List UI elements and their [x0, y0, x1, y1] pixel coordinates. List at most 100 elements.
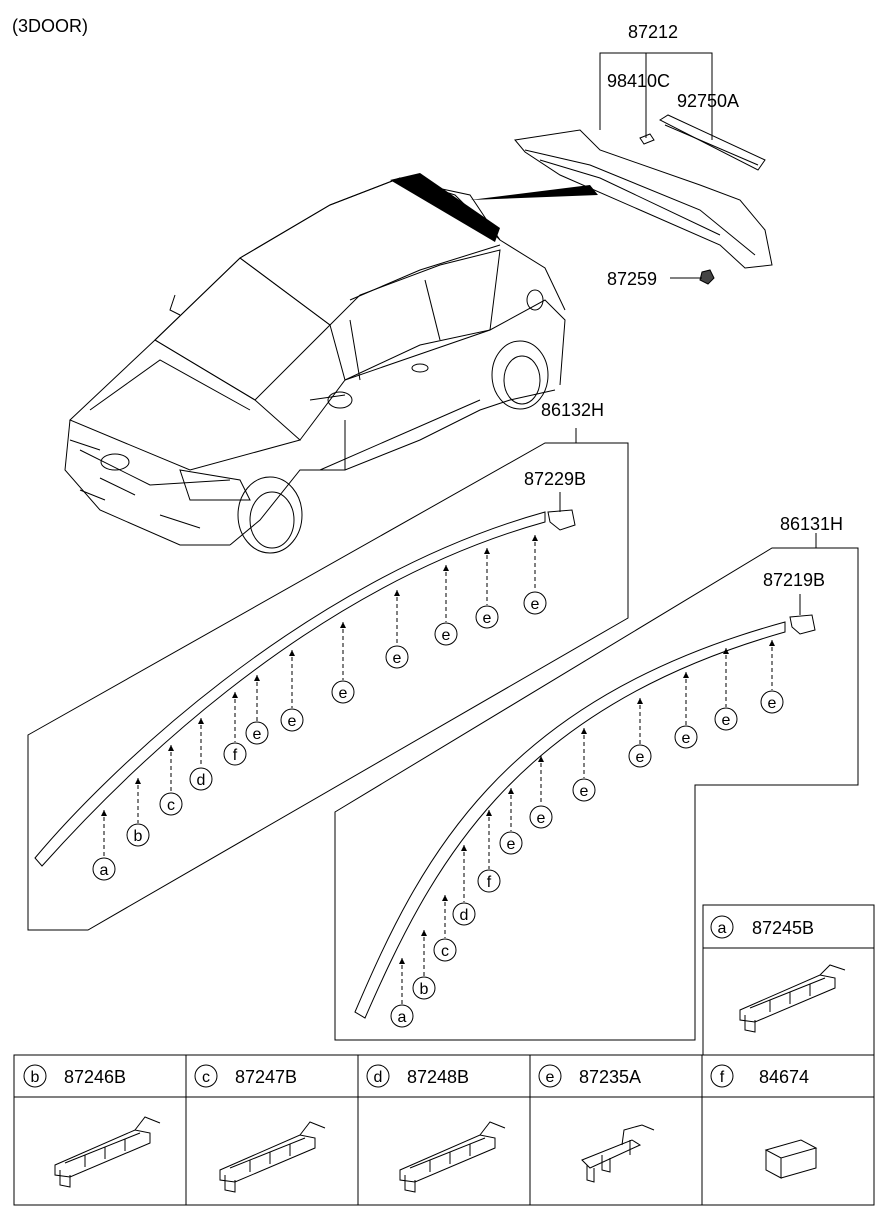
right-callout-letter: e [682, 730, 691, 747]
left-callout-circle [126, 823, 150, 847]
left-callout-letter: c [167, 797, 175, 814]
clip-b-illustration [54, 1116, 161, 1188]
right-callout-arrowhead [508, 788, 514, 794]
left-callout-letter: e [393, 650, 402, 667]
left-callout-circle [385, 645, 409, 669]
legend-e-part: 87235A [579, 1067, 641, 1087]
right-callout-arrowhead [538, 756, 544, 762]
clip-e-illustration [581, 1124, 655, 1183]
left-callout-arrowhead [168, 745, 174, 751]
legend-e-letter: e [546, 1069, 555, 1086]
right-molding-strip [354, 621, 786, 1019]
left-callout-arrowhead [484, 548, 490, 554]
legend-c: c 87247B [194, 1064, 297, 1088]
clip-a-illustration [739, 964, 846, 1033]
right-callout-letter: e [580, 783, 589, 800]
right-callout-arrowhead [637, 698, 643, 704]
left-callout-letter: f [233, 747, 238, 764]
left-callout-arrowhead [532, 535, 538, 541]
left-callout-circle [280, 708, 304, 732]
legend-d-letter: d [374, 1069, 383, 1086]
left-callout-circle [223, 742, 247, 766]
part-label-86132h: 86132H [541, 400, 604, 420]
part-label-98410c: 98410C [607, 71, 670, 91]
right-callout-letter: e [768, 695, 777, 712]
right-callout-letter: e [537, 810, 546, 827]
right-callout-circle [674, 725, 698, 749]
legend-b: b 87246B [23, 1064, 126, 1088]
right-callout-circle [477, 869, 501, 893]
left-callout-letter: b [134, 828, 143, 845]
left-callout-arrowhead [254, 675, 260, 681]
right-callout-letter: e [722, 712, 731, 729]
legend-f: f 84674 [710, 1064, 809, 1088]
right-callout-letter: a [398, 1009, 407, 1026]
right-callout-letter: e [507, 836, 516, 853]
left-callout-arrowhead [198, 718, 204, 724]
right-callout-circle [760, 690, 784, 714]
legend-a-circle [710, 915, 734, 939]
left-molding-strip [34, 511, 546, 867]
part-label-87259: 87259 [607, 269, 657, 289]
right-callout-arrowhead [399, 958, 405, 964]
right-callout-arrowhead [486, 810, 492, 816]
part-label-87219b: 87219B [763, 570, 825, 590]
left-callout-letter: e [339, 685, 348, 702]
right-callout-letter: d [460, 907, 469, 924]
diagram-title: (3DOOR) [12, 16, 88, 36]
left-callout-letter: e [483, 610, 492, 627]
spoiler-part [514, 114, 773, 285]
right-callout-letter: b [420, 981, 429, 998]
legend-c-part: 87247B [235, 1067, 297, 1087]
left-callout-circle [331, 680, 355, 704]
block-f-illustration [764, 1139, 818, 1179]
right-cap-part [789, 614, 816, 635]
legend-a-part: 87245B [752, 918, 814, 938]
right-callout-arrowhead [421, 930, 427, 936]
legend-d: d 87248B [366, 1064, 469, 1088]
right-callout-arrowhead [769, 640, 775, 646]
right-callout-circle [499, 831, 523, 855]
legend-b-part: 87246B [64, 1067, 126, 1087]
left-callout-arrowhead [443, 565, 449, 571]
right-callout-arrowhead [461, 845, 467, 851]
left-callout-arrowhead [289, 650, 295, 656]
right-callout-circle [572, 778, 596, 802]
legend-f-part: 84674 [759, 1067, 809, 1087]
car-illustration [64, 173, 566, 554]
legend-f-letter: f [720, 1069, 725, 1086]
left-callout-letter: e [442, 627, 451, 644]
left-callout-letter: a [100, 862, 109, 879]
right-callout-arrowhead [723, 648, 729, 654]
left-callout-arrowhead [101, 810, 107, 816]
legend-row-box [13, 1054, 875, 1206]
right-callout-arrowhead [581, 728, 587, 734]
right-callout-letter: f [487, 874, 492, 891]
legend-b-letter: b [31, 1069, 40, 1086]
right-callout-letter: e [636, 749, 645, 766]
left-callout-letter: d [197, 772, 206, 789]
left-callout-arrowhead [394, 590, 400, 596]
left-callout-letter: e [253, 726, 262, 743]
left-molding-panel [27, 442, 629, 931]
left-callout-letter: e [288, 713, 297, 730]
left-callout-circle [434, 622, 458, 646]
left-callout-circle [159, 792, 183, 816]
left-callout-circle [92, 857, 116, 881]
part-label-87212: 87212 [628, 22, 678, 42]
right-callout-circle [433, 938, 457, 962]
legend-d-part: 87248B [407, 1067, 469, 1087]
legend-c-letter: c [202, 1069, 210, 1086]
spoiler-arrow [470, 185, 598, 200]
clip-c-illustration [219, 1121, 326, 1193]
right-callout-circle [529, 805, 553, 829]
right-callout-arrowhead [442, 895, 448, 901]
right-callout-circle [628, 744, 652, 768]
clip-d-illustration [399, 1121, 506, 1193]
right-callout-circle [390, 1004, 414, 1028]
right-callout-circle [452, 902, 476, 926]
left-callout-arrowhead [340, 622, 346, 628]
